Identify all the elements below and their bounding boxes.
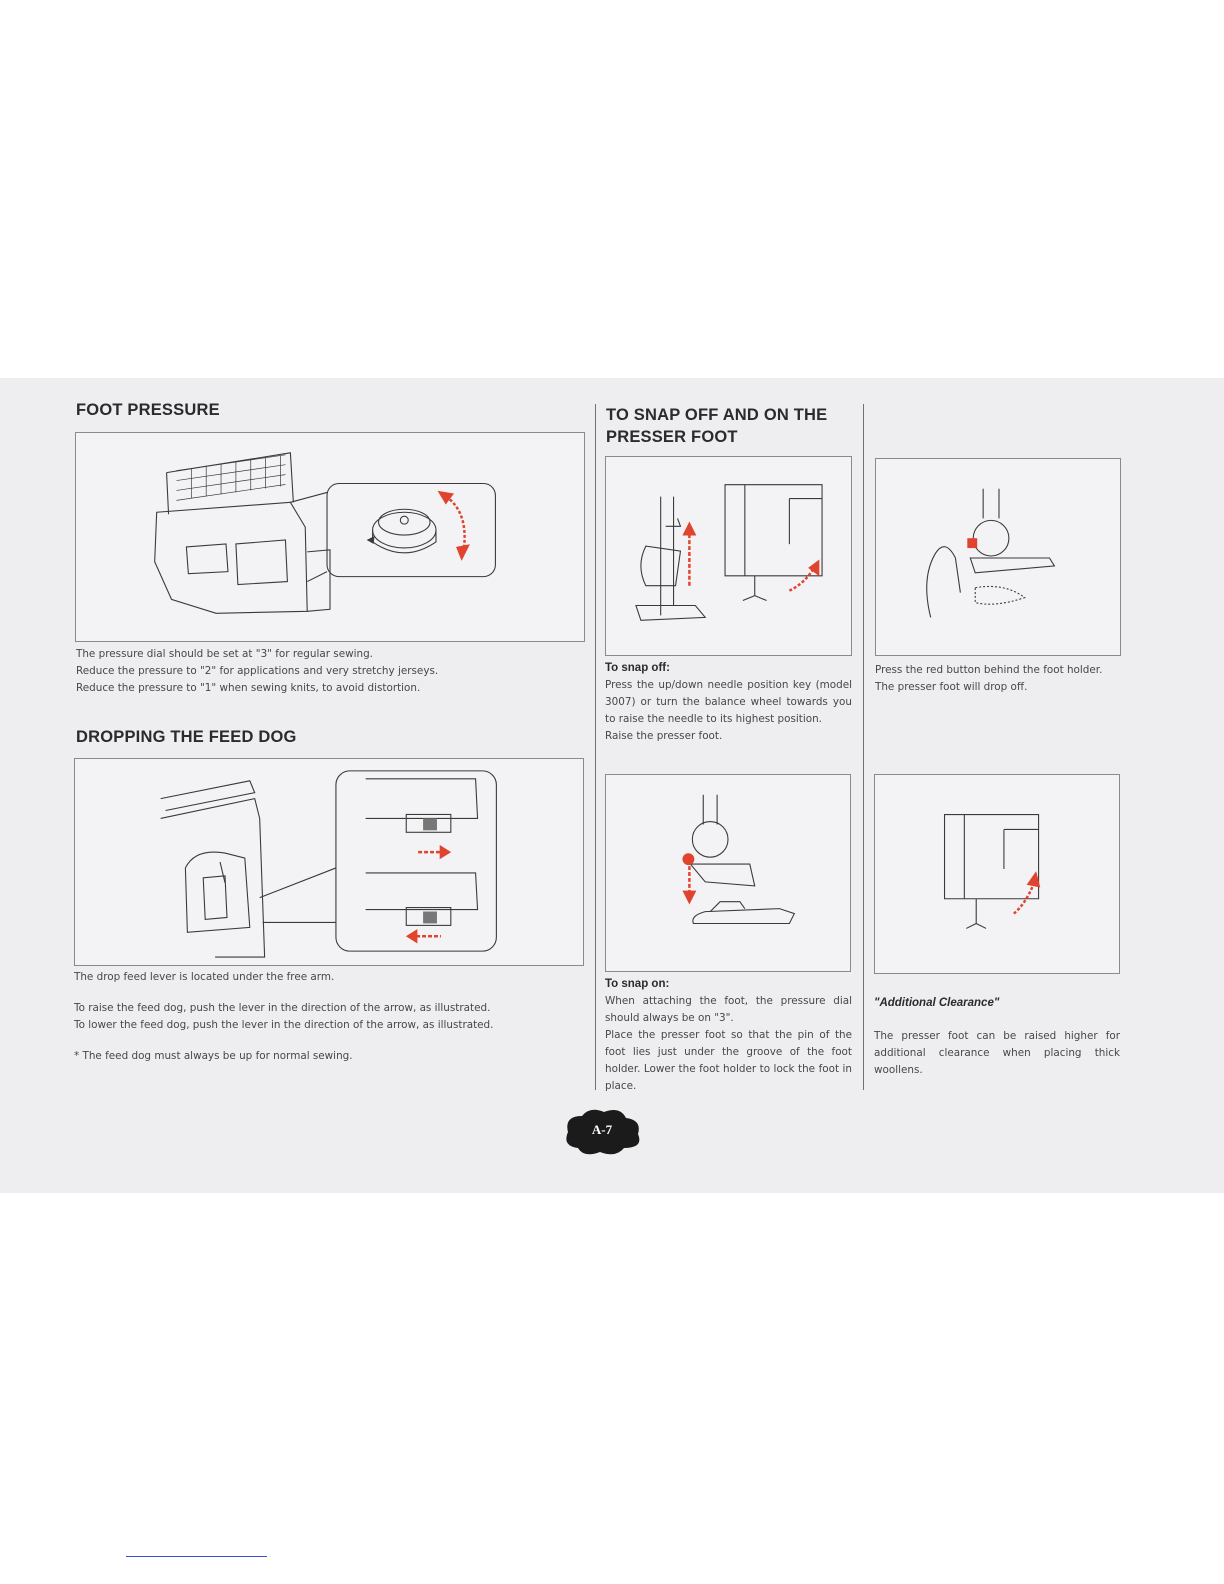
column-divider-left — [595, 404, 596, 1090]
clearance-illustration — [874, 774, 1120, 974]
feed-dog-heading: DROPPING THE FEED DOG — [76, 728, 297, 746]
feed-dog-text: The drop feed lever is located under the… — [74, 969, 493, 1065]
page-number-badge: A-7 — [560, 1106, 644, 1158]
red-button-illustration — [875, 458, 1121, 656]
foot-pressure-heading: FOOT PRESSURE — [76, 401, 220, 419]
foot-pressure-illustration — [75, 432, 585, 642]
feed-dog-intro: The drop feed lever is located under the… — [74, 971, 335, 983]
snap-on-text: To snap on: When attaching the foot, the… — [605, 976, 852, 1095]
foot-pressure-line-2: Reduce the pressure to "2" for applicati… — [76, 665, 439, 677]
extra-lift-diagram — [943, 814, 1041, 929]
feed-dog-illustration — [74, 758, 584, 966]
snap-off-instructions: Press the up/down needle position key (m… — [605, 679, 852, 725]
drop-feed-lever-diagram — [160, 770, 497, 958]
snap-on-instructions: Place the presser foot so that the pin o… — [605, 1029, 852, 1092]
snap-on-title: To snap on: — [605, 978, 670, 990]
snap-on-illustration — [605, 774, 851, 972]
page-number: A-7 — [591, 1122, 613, 1137]
foot-attach-diagram — [682, 794, 796, 925]
feed-dog-lower: To lower the feed dog, push the lever in… — [74, 1019, 494, 1031]
column-divider-right — [863, 404, 864, 1090]
snap-off-illustration — [605, 456, 852, 656]
needle-raise-diagram — [635, 484, 823, 621]
page-badge-shape — [566, 1109, 640, 1155]
feed-dog-note: * The feed dog must always be up for nor… — [74, 1050, 353, 1062]
red-button-line-2: The presser foot will drop off. — [875, 681, 1028, 693]
red-button-line-1: Press the red button behind the foot hol… — [875, 664, 1103, 676]
clearance-description: The presser foot can be raised higher fo… — [874, 1030, 1120, 1076]
snap-heading-line-1: TO SNAP OFF AND ON THE — [606, 406, 828, 424]
snap-heading-line-2: PRESSER FOOT — [606, 428, 738, 446]
feed-dog-raise: To raise the feed dog, push the lever in… — [74, 1002, 491, 1014]
foot-release-diagram — [926, 488, 1056, 618]
snap-heading: TO SNAP OFF AND ON THE PRESSER FOOT — [606, 404, 827, 448]
snap-off-text: To snap off: Press the up/down needle po… — [605, 660, 852, 745]
snap-off-title: To snap off: — [605, 662, 670, 674]
pressure-dial-diagram — [154, 452, 496, 614]
foot-pressure-text: The pressure dial should be set at "3" f… — [76, 646, 438, 697]
footer-link-underline[interactable] — [126, 1556, 267, 1557]
clearance-text: "Additional Clearance" The presser foot … — [874, 995, 1120, 1079]
foot-pressure-line-1: The pressure dial should be set at "3" f… — [76, 648, 373, 660]
clearance-title: "Additional Clearance" — [874, 997, 1000, 1009]
red-button-text: Press the red button behind the foot hol… — [875, 662, 1102, 696]
snap-off-raise-foot: Raise the presser foot. — [605, 730, 723, 742]
foot-pressure-line-3: Reduce the pressure to "1" when sewing k… — [76, 682, 421, 694]
snap-on-dial-note: When attaching the foot, the pressure di… — [605, 995, 852, 1024]
